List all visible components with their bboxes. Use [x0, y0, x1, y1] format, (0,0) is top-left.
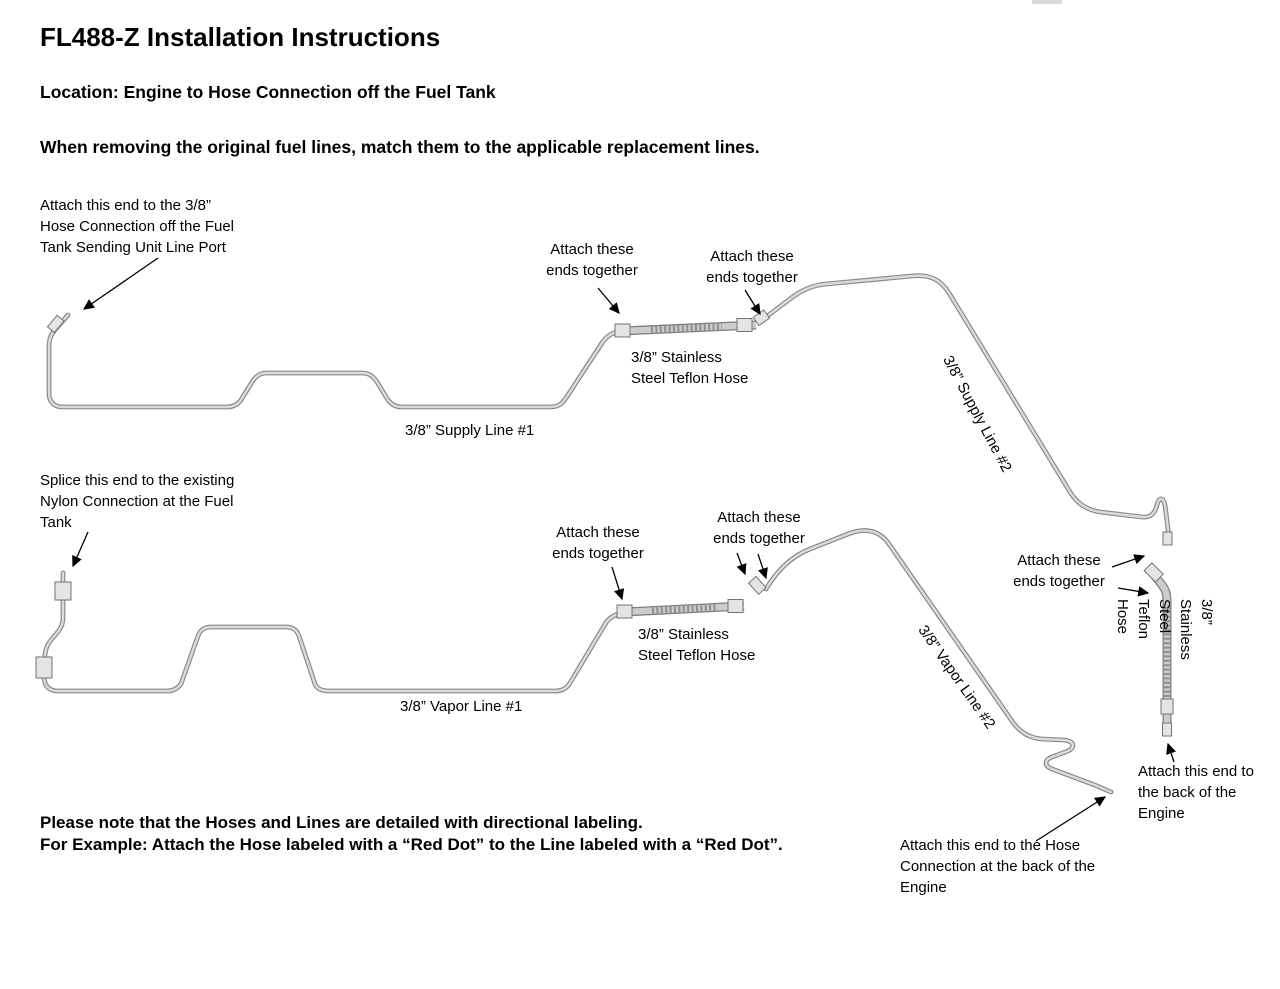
- vapor-line-1-splice-fitting-upper: [54, 581, 72, 601]
- arrow-attach-mid-right-1: [736, 552, 747, 576]
- vapor-line-2-start-fitting: [747, 575, 767, 595]
- attach-ends-label: Attach these ends together: [706, 248, 798, 286]
- vapor-line-1-label: 3/8” Vapor Line #1: [400, 698, 523, 715]
- attach-ends-label: Attach these ends together: [1013, 552, 1105, 590]
- supply-line-1-label: 3/8” Supply Line #1: [405, 422, 535, 439]
- arrow-attach-far-right-1: [1111, 554, 1146, 568]
- hose-right-bottom-fitting: [1160, 698, 1174, 715]
- page-title: FL488-Z Installation Instructions: [40, 22, 441, 52]
- callout-arrows: [72, 257, 1177, 842]
- attach-ends-label: Attach these ends together: [546, 241, 638, 279]
- attach-ends-label: Attach these ends together: [552, 524, 644, 562]
- arrow-attach-mid-right-2: [757, 553, 768, 580]
- callout-splice-nylon: Splice this end to the existing Nylon Co…: [40, 472, 235, 531]
- hose-nut-left: [614, 323, 631, 338]
- hose-braid-texture: [651, 604, 717, 614]
- hose-right-top-fitting: [1143, 562, 1164, 583]
- teflon-hose-label-top: 3/8” Stainless Steel Teflon Hose: [631, 349, 749, 387]
- vapor-line-1-tube: [35, 573, 618, 691]
- callout-engine-hose: Attach this end to the Hose Connection a…: [900, 837, 1096, 896]
- arrow-supply-tank-end: [82, 257, 159, 310]
- callout-engine-back: Attach this end to the back of the Engin…: [1138, 763, 1254, 822]
- supply-line-1-tube: [47, 315, 618, 407]
- instruction-heading: When removing the original fuel lines, m…: [40, 137, 760, 157]
- hose-nut-right: [736, 318, 753, 332]
- arrow-splice-end: [72, 531, 89, 568]
- arrow-engine-back: [1166, 742, 1177, 763]
- arrow-attach-top-right: [744, 289, 761, 316]
- hose-right-bottom-nut: [1162, 722, 1172, 737]
- teflon-hose-label-bottom: 3/8” Stainless Steel Teflon Hose: [638, 626, 756, 664]
- arrow-attach-far-right-2: [1117, 586, 1150, 597]
- supply-line-2-tube: [752, 276, 1173, 546]
- supply-line-1-end-fitting: [46, 314, 65, 334]
- hose-nut-left: [616, 604, 633, 619]
- vapor-line-1-splice-fitting-lower: [35, 656, 53, 679]
- vapor-line-2-tube: [747, 531, 1111, 792]
- arrow-attach-top-left: [597, 287, 620, 314]
- teflon-hose-top: [614, 318, 756, 338]
- callout-supply-tank-end: Attach this end to the 3/8” Hose Connect…: [40, 197, 235, 256]
- footer-note: Please note that the Hoses and Lines are…: [40, 813, 783, 854]
- hose-nut-right: [727, 599, 744, 613]
- arrow-engine-hose: [1035, 796, 1107, 842]
- supply-line-2-end-fitting: [1162, 531, 1173, 546]
- location-heading: Location: Engine to Hose Connection off …: [40, 82, 496, 102]
- teflon-hose-right: [1143, 562, 1174, 737]
- attach-ends-label: Attach these ends together: [713, 509, 805, 547]
- teflon-hose-label-right: 3/8” Stainless Steel Teflon Hose: [1114, 599, 1215, 660]
- teflon-hose-bottom: [616, 599, 744, 619]
- hose-braid-texture: [650, 323, 723, 333]
- arrow-attach-mid-left: [611, 566, 625, 601]
- scan-artifact: [1032, 0, 1062, 4]
